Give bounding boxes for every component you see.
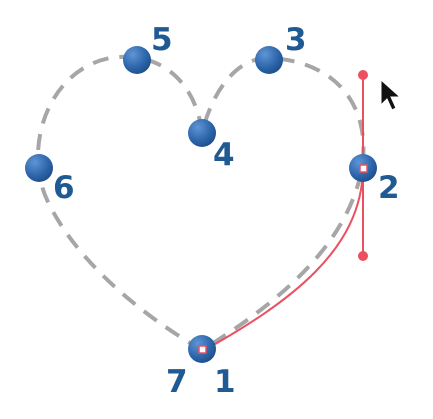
node-1-7[interactable] bbox=[188, 335, 216, 363]
node-4[interactable] bbox=[188, 119, 216, 147]
arrow-cursor-icon bbox=[380, 78, 402, 111]
node-label-4: 4 bbox=[213, 137, 235, 173]
node-5[interactable] bbox=[123, 46, 151, 74]
node-6[interactable] bbox=[25, 154, 53, 182]
node-label-5: 5 bbox=[151, 22, 173, 58]
node-label-6: 6 bbox=[53, 170, 75, 206]
node-anchor-square bbox=[359, 164, 368, 173]
tangent-handle-top[interactable] bbox=[358, 70, 368, 80]
node-2[interactable] bbox=[349, 154, 377, 182]
node-3[interactable] bbox=[255, 46, 283, 74]
node-label-1: 1 bbox=[214, 364, 236, 400]
node-anchor-square bbox=[198, 345, 207, 354]
node-label-3: 3 bbox=[285, 22, 307, 58]
node-label-7: 7 bbox=[166, 364, 188, 400]
selected-segment-curve[interactable] bbox=[202, 167, 364, 352]
node-label-2: 2 bbox=[378, 170, 400, 206]
heart-outline-path bbox=[35, 54, 366, 352]
tangent-handle-bottom[interactable] bbox=[358, 251, 368, 261]
